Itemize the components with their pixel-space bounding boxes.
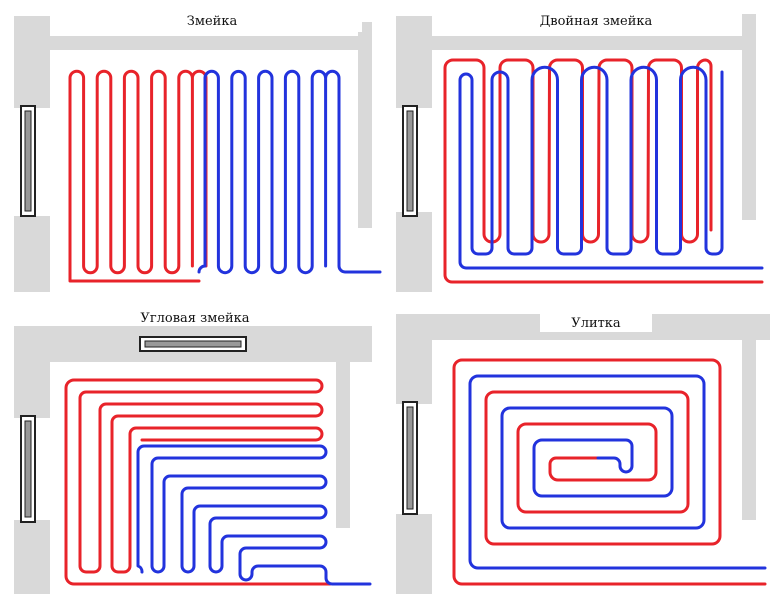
- panel-double-snake: Двойная змейка: [396, 6, 764, 292]
- return-pipe: [458, 65, 764, 270]
- return-pipe: [136, 444, 372, 586]
- return-pipe: [468, 374, 767, 570]
- panel-title: Змейка: [187, 14, 238, 29]
- wall: [14, 326, 372, 528]
- panel-title: Угловая змейка: [140, 311, 249, 326]
- panel-spiral: Улитка: [396, 308, 770, 594]
- wall: [396, 314, 770, 520]
- supply-pipe: [64, 378, 332, 586]
- radiator: [20, 415, 36, 523]
- wall: [396, 212, 432, 292]
- wall: [396, 514, 432, 594]
- radiator: [402, 401, 418, 515]
- wall: [14, 520, 50, 594]
- radiator: [139, 336, 247, 352]
- return-pipe: [197, 69, 382, 275]
- supply-pipe: [68, 69, 208, 283]
- radiator: [20, 105, 36, 217]
- wall: [14, 16, 372, 228]
- panel-corner-snake: Угловая змейка: [14, 308, 372, 594]
- panel-title: Улитка: [571, 316, 621, 331]
- wall: [14, 216, 50, 292]
- panel-snake: Змейка: [14, 6, 382, 292]
- supply-pipe: [452, 358, 767, 586]
- panel-title: Двойная змейка: [540, 14, 653, 29]
- radiator: [402, 105, 418, 217]
- wall: [396, 14, 756, 220]
